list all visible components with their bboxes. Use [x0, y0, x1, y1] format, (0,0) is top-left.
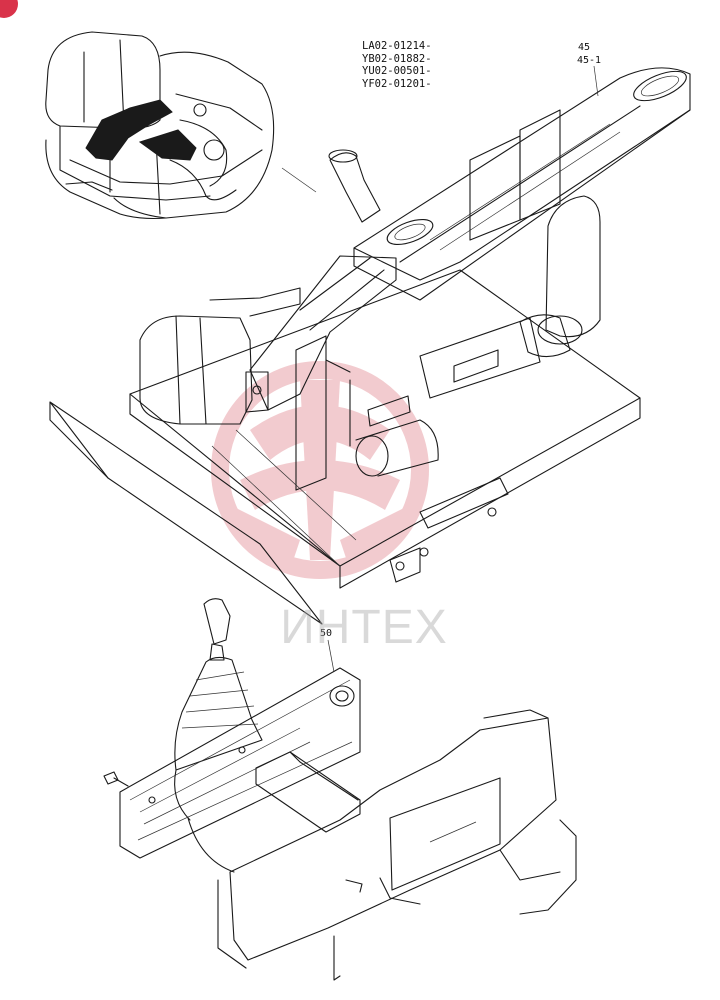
serial-line: YB02-01882- [362, 52, 432, 65]
serial-number-applicability: LA02-01214- YB02-01882- YU02-00501- YF02… [362, 40, 482, 90]
watermark-emblem [211, 361, 429, 579]
serial-line: LA02-01214- [362, 40, 432, 52]
corner-badge [0, 0, 18, 18]
serial-line: YF02-01201- [362, 77, 432, 90]
watermark-text: ИНТЕХ [280, 601, 448, 654]
callout-part-45: 45 [578, 42, 591, 53]
upper-duct-assembly [49, 67, 691, 625]
callout-part-45-1: 45-1 [577, 55, 602, 66]
cab-overview-thumbnail [45, 31, 275, 220]
control-console-assembly [103, 598, 577, 981]
callout-part-50: 50 [320, 628, 333, 639]
serial-line: YU02-00501- [362, 65, 432, 77]
